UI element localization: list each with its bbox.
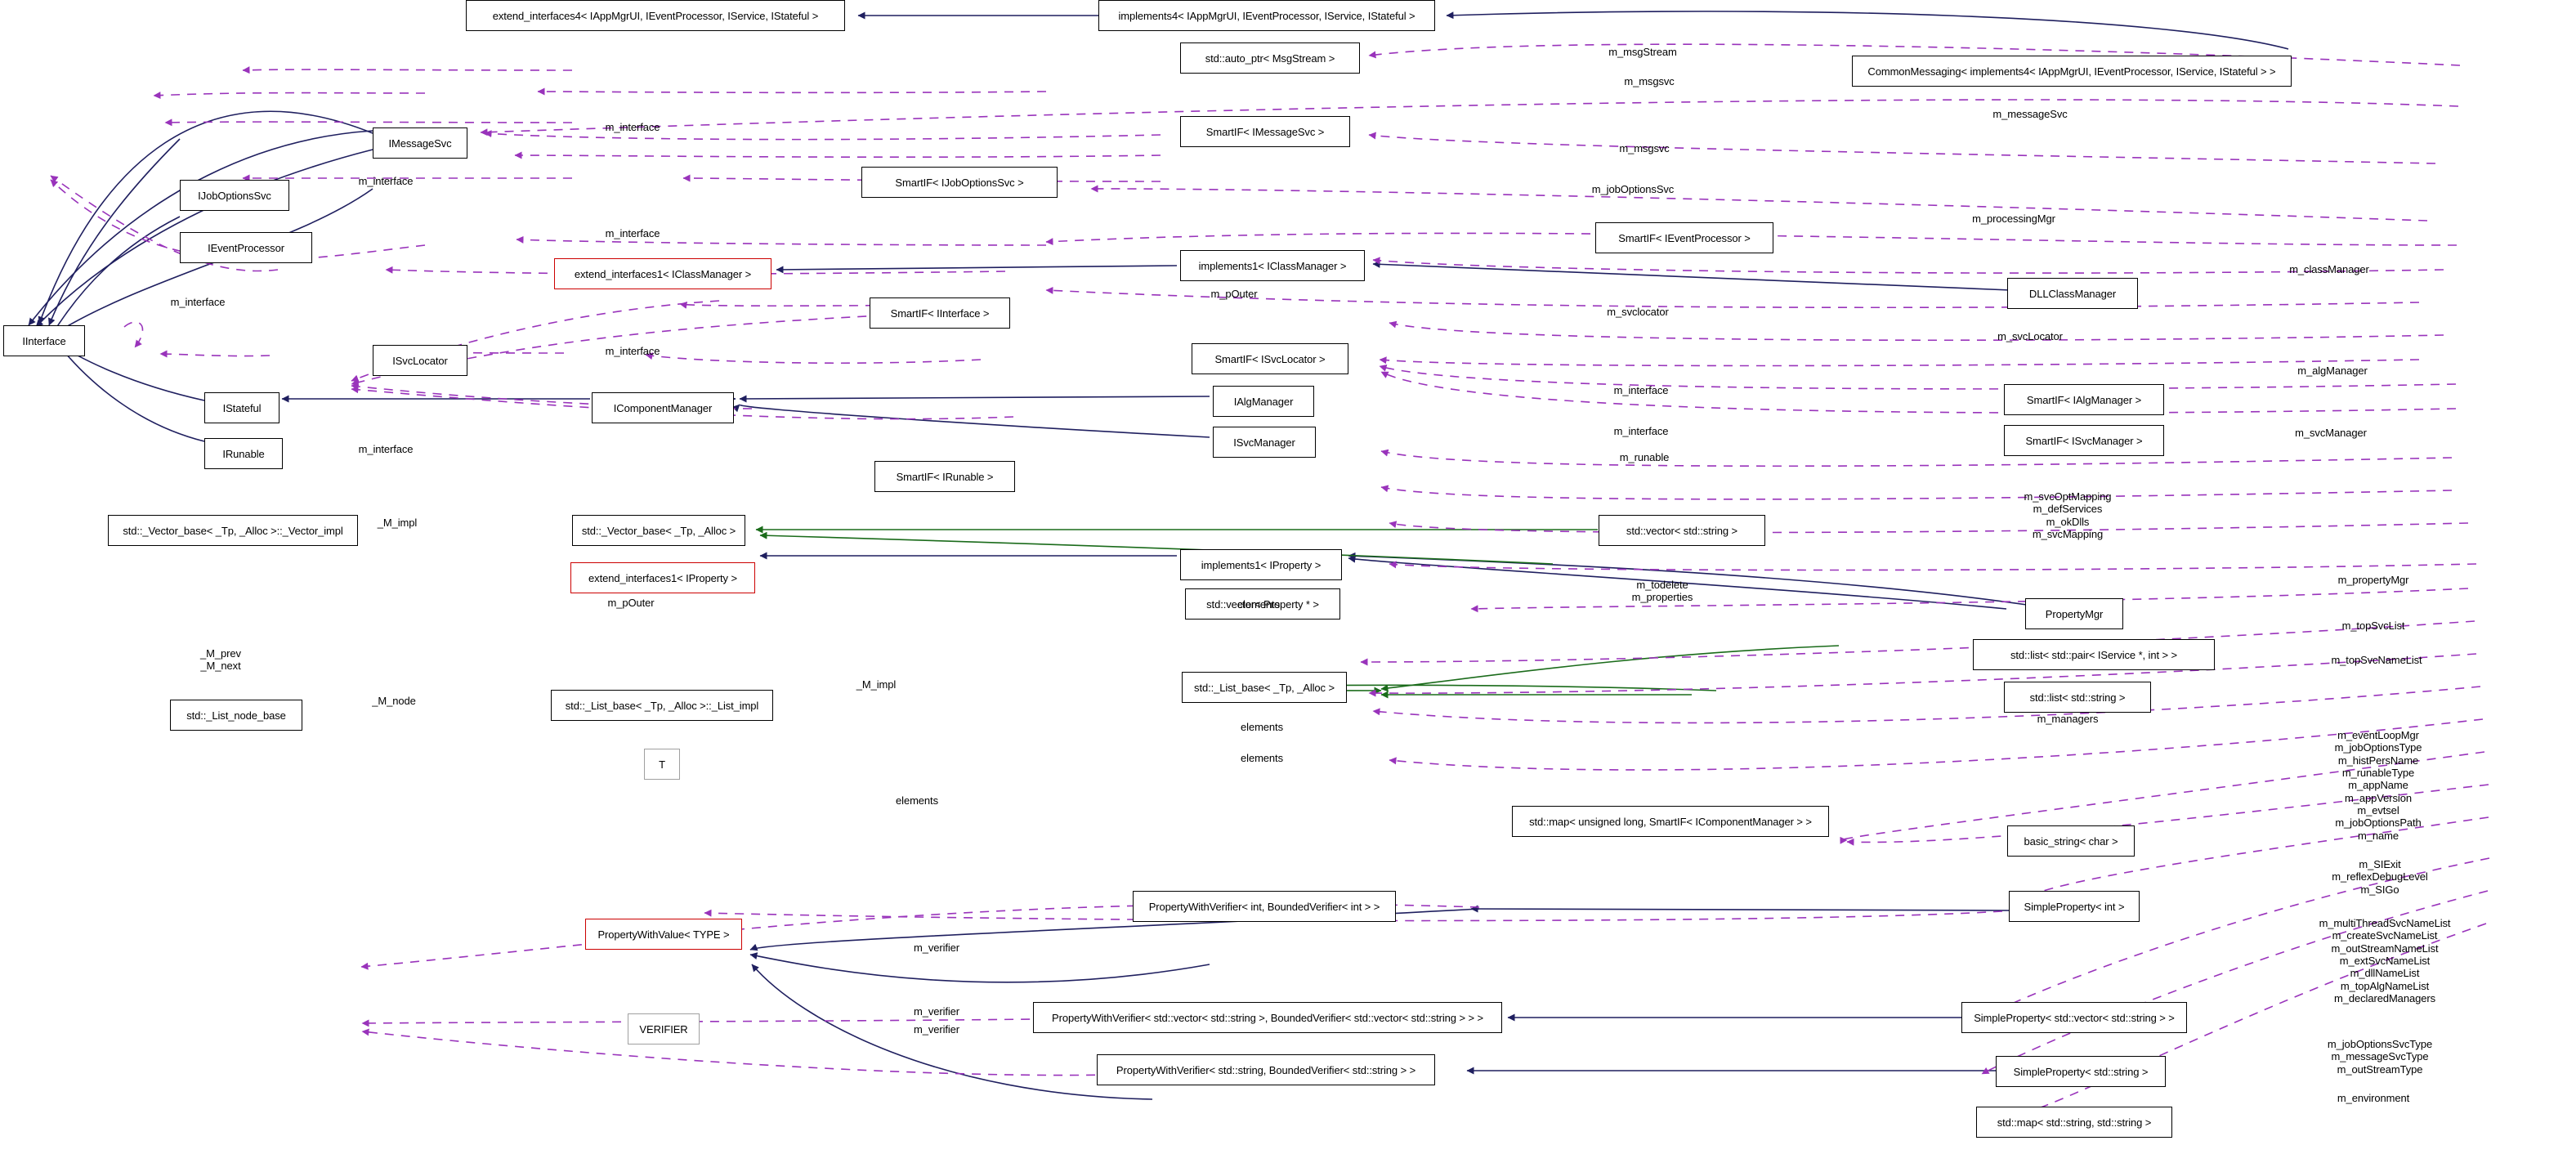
edge-label: m_processingMgr [1972,212,2055,225]
edge-label: m_runable [1619,451,1670,463]
edge-label: m_interface [1613,425,1669,437]
class-node[interactable]: SmartIF< ISvcManager > [2004,425,2164,456]
edge-label: _M_node [372,695,416,707]
edge-label: m_environment [2337,1092,2410,1104]
class-node[interactable]: SmartIF< IMessageSvc > [1180,116,1350,147]
class-node[interactable]: VERIFIER [628,1013,700,1045]
edge-label: elements [896,794,938,807]
edge-label: elements [1241,721,1283,733]
class-node[interactable]: std::_List_base< _Tp, _Alloc > [1182,672,1347,703]
class-node[interactable]: std::_Vector_base< _Tp, _Alloc > [572,515,745,546]
edge-label: m_interface [1613,384,1669,396]
class-node[interactable]: std::list< std::string > [2004,682,2151,713]
edge-label: m_verifier [913,1005,960,1018]
class-node[interactable]: std::vector< std::string > [1599,515,1765,546]
edge-label: m_topSvcNameList [2331,654,2422,666]
class-node[interactable]: SimpleProperty< std::vector< std::string… [1961,1002,2187,1033]
class-node[interactable]: implements1< IClassManager > [1180,250,1365,281]
class-node[interactable]: extend_interfaces1< IProperty > [570,562,755,593]
class-node[interactable]: IInterface [3,325,85,356]
edge-label: m_pOuter [607,597,655,609]
edge-label: m_svcOptMapping m_defServices m_okDlls m… [2024,490,2112,540]
edge-label: m_interface [170,296,226,308]
class-node[interactable]: CommonMessaging< implements4< IAppMgrUI,… [1852,56,2292,87]
class-node[interactable]: IAlgManager [1213,386,1314,417]
class-node[interactable]: IStateful [204,392,280,423]
class-node[interactable]: SmartIF< IAlgManager > [2004,384,2164,415]
class-node[interactable]: SimpleProperty< int > [2009,891,2140,922]
edge-label: _M_impl [377,517,418,529]
edge-label: m_svcLocator [1997,330,2063,342]
edge-label: m_svcManager [2295,427,2367,439]
edge-label: m_multiThreadSvcNameList m_createSvcName… [2319,917,2451,1004]
edge-label: m_managers [2037,713,2099,725]
edge-label: m_classManager [2289,263,2369,275]
class-node[interactable]: std::auto_ptr< MsgStream > [1180,42,1360,74]
class-node[interactable]: implements1< IProperty > [1180,549,1342,580]
class-node[interactable]: SmartIF< IJobOptionsSvc > [861,167,1058,198]
class-node[interactable]: IMessageSvc [373,127,467,159]
edge-label: m_topSvcList [2341,620,2405,632]
edge-label: m_verifier [913,942,960,954]
edge-label: m_msgsvc [1624,75,1675,87]
edge-label: m_interface [605,227,660,239]
edge-label: m_messageSvc [1992,108,2068,120]
class-node[interactable]: PropertyWithValue< TYPE > [585,919,742,950]
edge-label: m_interface [605,345,660,357]
edge-label: _M_impl [856,678,897,691]
class-node[interactable]: PropertyMgr [2025,598,2123,629]
class-node[interactable]: std::map< unsigned long, SmartIF< ICompo… [1512,806,1829,837]
class-node[interactable]: IComponentManager [592,392,734,423]
class-node[interactable]: basic_string< char > [2007,825,2135,857]
class-node[interactable]: extend_interfaces1< IClassManager > [554,258,771,289]
class-node[interactable]: SmartIF< IRunable > [874,461,1015,492]
class-node[interactable]: IJobOptionsSvc [180,180,289,211]
edge-label: m_verifier [913,1023,960,1036]
edge-label: m_interface [358,175,414,187]
edge-label: m_todelete m_properties [1631,579,1693,604]
class-node[interactable]: std::list< std::pair< IService *, int > … [1973,639,2215,670]
class-node[interactable]: std::_Vector_base< _Tp, _Alloc >::_Vecto… [108,515,358,546]
edge-label: m_jobOptionsSvc [1591,183,1675,195]
class-node[interactable]: ISvcLocator [373,345,467,376]
edge-label: elements [1237,598,1280,611]
edge-label: m_interface [358,443,414,455]
edge-label: _M_prev _M_next [200,647,241,673]
edge-label: m_SIExit m_reflexDebugLevel m_SIGo [2332,858,2428,896]
class-node[interactable]: SimpleProperty< std::string > [1996,1056,2166,1087]
class-node[interactable]: extend_interfaces4< IAppMgrUI, IEventPro… [466,0,845,31]
edge-label: m_msgsvc [1619,142,1670,154]
edge-label: m_msgStream [1608,46,1677,58]
class-node[interactable]: std::map< std::string, std::string > [1976,1107,2172,1138]
class-node[interactable]: T [644,749,680,780]
edge-label: m_eventLoopMgr m_jobOptionsType m_histPe… [2334,729,2422,842]
class-node[interactable]: IRunable [204,438,283,469]
edge-label: elements [1241,752,1283,764]
class-node[interactable]: SmartIF< IInterface > [870,297,1010,329]
class-node[interactable]: SmartIF< IEventProcessor > [1595,222,1773,253]
class-node[interactable]: DLLClassManager [2007,278,2138,309]
class-node[interactable]: SmartIF< ISvcLocator > [1192,343,1348,374]
edge-label: m_svclocator [1607,306,1669,318]
class-node[interactable]: PropertyWithVerifier< std::string, Bound… [1097,1054,1435,1085]
class-node[interactable]: IEventProcessor [180,232,312,263]
edge-label: m_algManager [2297,365,2368,377]
edge-label: m_interface [605,121,660,133]
class-node[interactable]: std::vector< Property * > [1185,588,1340,620]
class-node[interactable]: PropertyWithVerifier< int, BoundedVerifi… [1133,891,1396,922]
edge-label: m_propertyMgr [2337,574,2409,586]
class-node[interactable]: std::_List_base< _Tp, _Alloc >::_List_im… [551,690,773,721]
class-node[interactable]: std::_List_node_base [170,700,302,731]
class-node[interactable]: ISvcManager [1213,427,1316,458]
edge-label: m_pOuter [1210,288,1258,300]
class-node[interactable]: PropertyWithVerifier< std::vector< std::… [1033,1002,1502,1033]
edge-label: m_jobOptionsSvcType m_messageSvcType m_o… [2327,1038,2433,1076]
class-node[interactable]: implements4< IAppMgrUI, IEventProcessor,… [1098,0,1435,31]
